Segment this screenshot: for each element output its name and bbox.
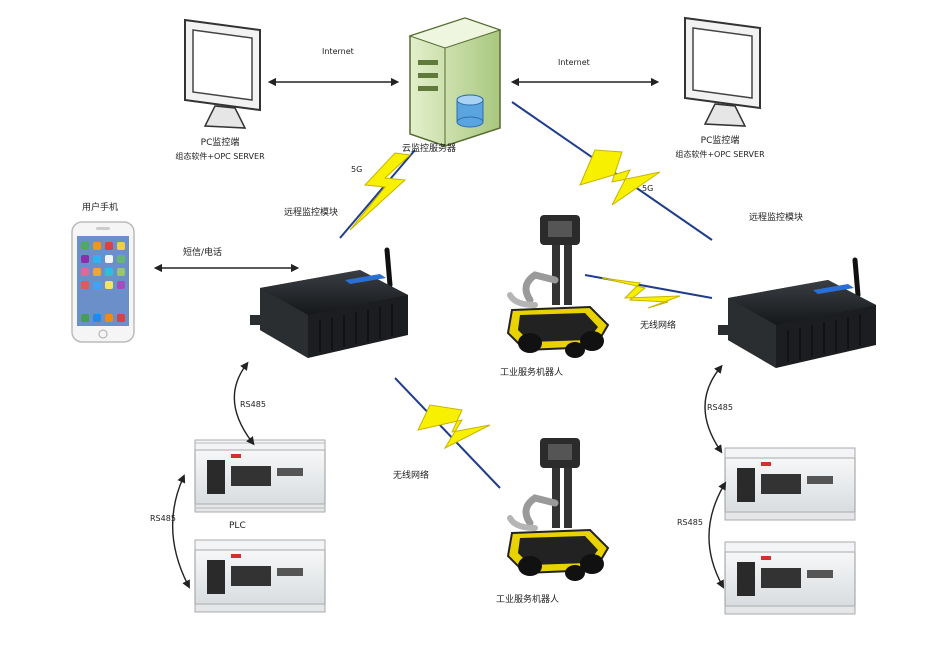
robot-bottom-label: 工业服务机器人 (496, 595, 560, 605)
plc-label: PLC (229, 521, 246, 531)
internet-right-label: Internet (558, 58, 590, 67)
lightning-5g-left-icon (339, 149, 416, 239)
robot-bottom-icon (506, 438, 610, 581)
plc-right-bottom-icon (724, 541, 856, 615)
rs485-right-top-arrow (704, 364, 723, 454)
module-left-label: 远程监控模块 (284, 208, 339, 218)
rs485-left-top-arrow (233, 361, 255, 446)
rs485-left-top-label: RS485 (240, 400, 266, 409)
cloud-server-icon (408, 17, 502, 147)
robot-top-icon (506, 215, 610, 358)
pc-right-title: PC监控端 (700, 136, 740, 146)
wireless-left-label: 无线网络 (393, 471, 430, 481)
rs485-left-bottom-arrow (171, 474, 190, 589)
robot-top-label: 工业服务机器人 (500, 368, 564, 378)
link-5g-left-label: 5G (351, 165, 363, 174)
remote-module-left-icon (250, 247, 408, 358)
plc-right-top-icon (724, 447, 856, 521)
pc-right-subtitle: 组态软件+OPC SERVER (675, 150, 765, 159)
rs485-left-bottom-label: RS485 (150, 514, 176, 523)
rs485-right-top-label: RS485 (707, 403, 733, 412)
lightning-5g-right-icon (511, 101, 713, 241)
rs485-right-bottom-label: RS485 (677, 518, 703, 527)
pc-right-monitor-icon (684, 16, 761, 127)
pc-left-monitor-icon (184, 18, 261, 129)
wireless-right-label: 无线网络 (640, 321, 677, 331)
phone-icon (71, 221, 135, 343)
pc-left-subtitle: 组态软件+OPC SERVER (175, 152, 265, 161)
lightning-wireless-right-icon (584, 274, 713, 309)
pc-left-title: PC监控端 (200, 138, 240, 148)
cloud-server-label: 云监控服务器 (402, 144, 457, 154)
lightning-wireless-left-icon (394, 377, 501, 489)
plc-left-bottom-icon (194, 539, 326, 613)
plc-left-top-icon (194, 439, 326, 513)
rs485-right-bottom-arrow (708, 481, 727, 589)
module-right-label: 远程监控模块 (749, 213, 804, 223)
remote-module-right-icon (718, 257, 876, 368)
phone-label: 用户手机 (82, 203, 119, 213)
internet-left-label: Internet (322, 47, 354, 56)
sms-call-label: 短信/电话 (183, 248, 223, 258)
link-5g-right-label: 5G (642, 184, 654, 193)
